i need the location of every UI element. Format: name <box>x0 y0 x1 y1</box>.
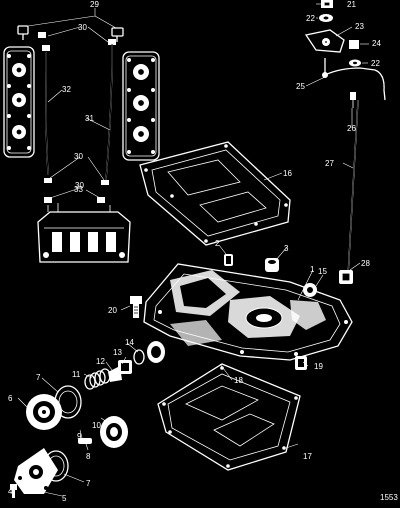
screw-20 <box>130 296 142 318</box>
gasket-7-upper <box>54 385 82 419</box>
callout-2: 2 <box>215 239 220 248</box>
callout-16: 16 <box>283 169 292 178</box>
fitting-19 <box>295 356 307 370</box>
nut-21 <box>321 0 333 8</box>
callout-27: 27 <box>325 159 334 168</box>
callout-15: 15 <box>318 267 327 276</box>
callout-labels: 1 2 3 4 5 6 7 7 8 9 10 11 12 13 14 15 16… <box>8 0 398 503</box>
callout-29: 29 <box>90 0 99 9</box>
callout-11: 11 <box>72 370 81 379</box>
callout-21: 21 <box>347 0 356 9</box>
fitting-top-left <box>17 25 50 51</box>
gasket-16 <box>139 141 291 246</box>
callout-9: 9 <box>77 432 82 441</box>
callout-5: 5 <box>62 494 67 503</box>
adapter-plate-1 <box>143 263 353 361</box>
callout-22-top: 22 <box>306 14 315 23</box>
callout-33: 33 <box>74 185 83 194</box>
callout-23: 23 <box>355 22 364 31</box>
callout-12: 12 <box>96 357 105 366</box>
hose-31 <box>105 44 113 181</box>
callout-31: 31 <box>85 114 94 123</box>
callout-30-mid: 30 <box>74 152 83 161</box>
diaphragm-10 <box>100 416 128 448</box>
leader-lines <box>13 3 369 497</box>
link-rod-25 <box>322 58 386 101</box>
cover-6 <box>26 394 62 430</box>
gasket-17 <box>157 363 301 471</box>
callout-26: 26 <box>347 124 356 133</box>
callout-13: 13 <box>113 348 122 357</box>
pump-base-5 <box>14 448 58 494</box>
bracket-23 <box>304 29 345 53</box>
clamps-lower <box>44 178 109 203</box>
callout-30-top: 30 <box>78 23 87 32</box>
hose-32 <box>45 52 49 176</box>
seal-15 <box>147 341 165 363</box>
nut-24 <box>349 40 359 49</box>
fitting-26 <box>350 92 356 108</box>
check-valve-9 <box>78 438 92 444</box>
washer-22-top <box>319 14 333 22</box>
callout-28: 28 <box>361 259 370 268</box>
check-valve-12 <box>108 366 122 382</box>
reed-cover-left <box>3 46 35 158</box>
rod-27 <box>347 99 359 277</box>
callout-32: 32 <box>62 85 71 94</box>
piston-13 <box>118 360 132 374</box>
callout-20: 20 <box>108 306 117 315</box>
reed-cover-right <box>122 51 160 161</box>
callout-10: 10 <box>92 421 101 430</box>
callout-19: 19 <box>314 362 323 371</box>
washer-22-right <box>349 59 361 67</box>
callout-7-upper: 7 <box>36 373 41 382</box>
callout-24: 24 <box>372 39 381 48</box>
callout-22-right: 22 <box>371 59 380 68</box>
callout-1: 1 <box>310 265 315 274</box>
callout-6: 6 <box>8 394 13 403</box>
fitting-28 <box>339 270 353 284</box>
screw-4 <box>10 484 17 498</box>
callout-7-lower: 7 <box>86 479 91 488</box>
figure-number: 1553 <box>380 493 398 502</box>
callout-25: 25 <box>296 82 305 91</box>
manifold-33 <box>37 203 131 263</box>
callout-14: 14 <box>125 338 134 347</box>
callout-8: 8 <box>86 452 91 461</box>
callout-4: 4 <box>8 487 13 496</box>
dowel-2 <box>224 254 233 266</box>
callout-18: 18 <box>234 376 243 385</box>
ring-14 <box>133 349 145 365</box>
spring-11 <box>84 368 111 390</box>
fitting-top-right <box>108 27 124 45</box>
callout-30-low: 30 <box>75 181 84 190</box>
callout-3: 3 <box>284 244 289 253</box>
callout-17: 17 <box>303 452 312 461</box>
plug-3 <box>265 258 279 272</box>
